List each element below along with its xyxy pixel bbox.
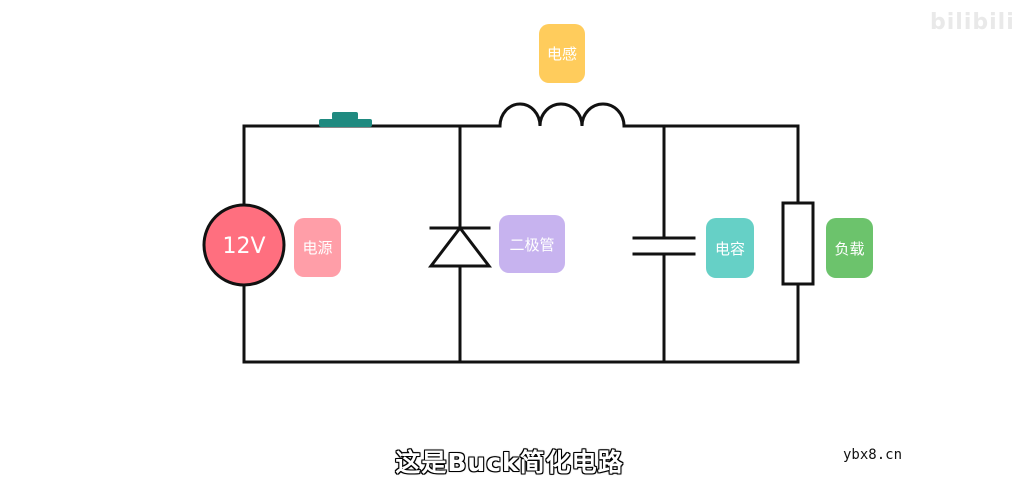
source-tag: 电源	[294, 218, 341, 277]
diode-tag: 二极管	[499, 215, 565, 273]
load-resistor	[781, 201, 815, 286]
load-tag: 负载	[826, 218, 873, 278]
switch-cap	[332, 112, 358, 120]
inductor-coil	[498, 102, 626, 128]
source-value-label: 12V	[222, 234, 265, 259]
capacitor-tag: 电容	[706, 218, 754, 278]
switch-bar	[319, 119, 372, 127]
diode-triangle	[427, 225, 493, 268]
bilibili-watermark: bilibili	[930, 10, 1015, 35]
voltage-source	[202, 203, 286, 287]
inductor-tag: 电感	[539, 24, 585, 83]
site-watermark: ybx8.cn	[843, 447, 903, 463]
video-subtitle: 这是Buck简化电路	[395, 448, 624, 477]
